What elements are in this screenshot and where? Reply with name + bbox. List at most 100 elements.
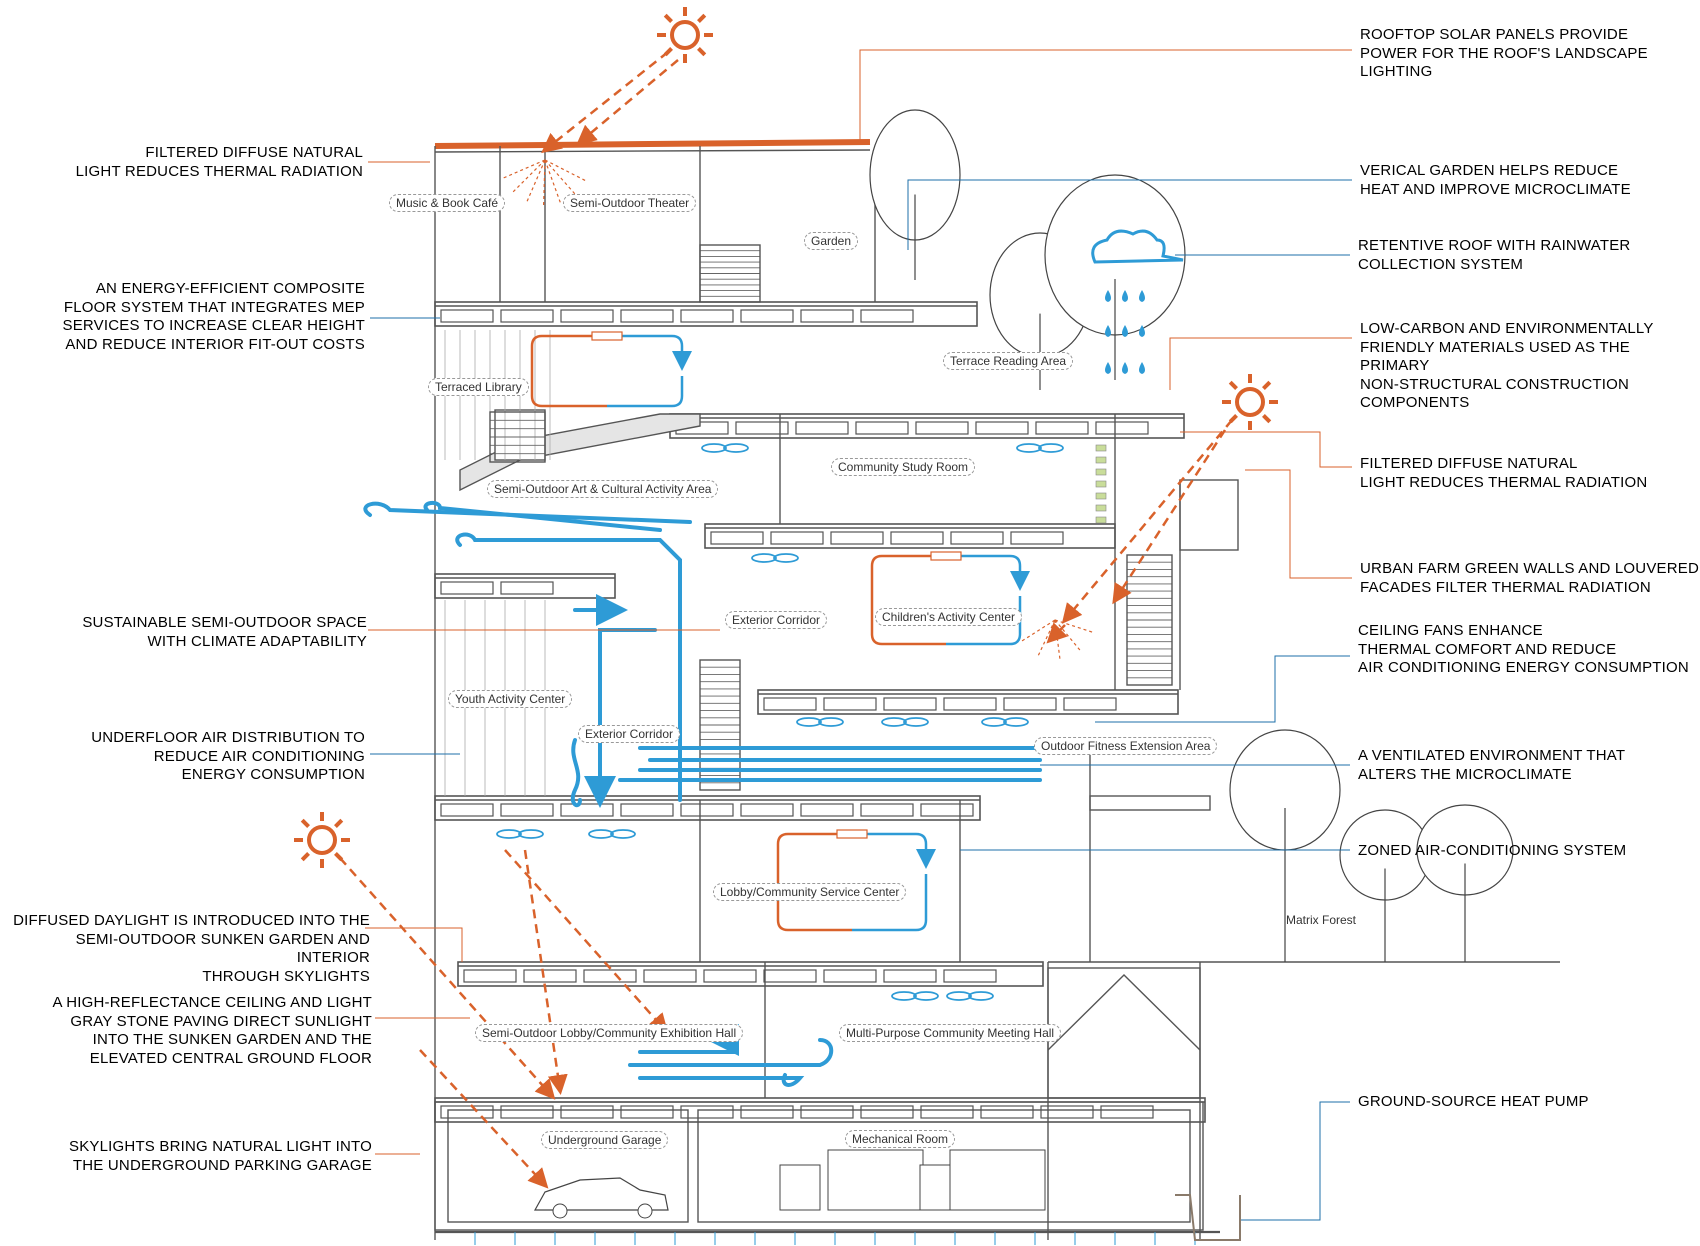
diffused-ray xyxy=(512,159,546,193)
slab-basement-void xyxy=(920,1105,974,1119)
rain-drop-icon xyxy=(1122,362,1128,374)
hvac-loop-children-supply-b xyxy=(946,596,1022,646)
slab-level-2-void xyxy=(823,697,877,711)
fan-blade xyxy=(773,553,799,563)
sun-ray xyxy=(697,13,707,23)
slab-level-1-void xyxy=(500,803,554,817)
diffused-ray xyxy=(526,159,546,202)
ceiling-fan-icon xyxy=(891,991,939,1001)
slab-level-5-void xyxy=(860,309,914,323)
slab-level-3a-void xyxy=(950,531,1004,545)
leader-line xyxy=(1180,431,1352,468)
mechanical-unit-icon xyxy=(827,1149,924,1211)
rain-drop-icon xyxy=(1105,290,1111,302)
green-wall-planter xyxy=(1095,456,1107,464)
diffused-ray xyxy=(544,159,576,195)
annotation-left-4: UNDERFLOOR AIR DISTRIBUTION TO REDUCE AI… xyxy=(91,729,365,783)
sun-ray xyxy=(1228,414,1238,424)
sun-ray xyxy=(300,852,310,862)
slab-level-3a-void xyxy=(1010,531,1064,545)
slab-ground-void xyxy=(883,969,937,983)
slab-basement-void xyxy=(800,1105,854,1119)
ceiling-fan-icon xyxy=(701,443,749,453)
sun-icon-right xyxy=(1222,374,1278,430)
diffused-ray xyxy=(544,159,561,203)
ceiling-fan-icon xyxy=(796,717,844,727)
stairs-east xyxy=(1126,554,1173,686)
hvac-loop-children-supply xyxy=(946,554,1030,591)
library-steps xyxy=(489,411,546,463)
slab-level-4-void xyxy=(735,421,789,435)
room-label-terrace-reading-area: Terrace Reading Area xyxy=(943,352,1074,370)
diffused-ray xyxy=(544,159,586,181)
ceiling-fan-icon xyxy=(751,553,799,563)
slab-level-2-void xyxy=(883,697,937,711)
right-block-roof xyxy=(1047,974,1201,1051)
sun-icons xyxy=(294,7,1278,868)
slab-level-1-void xyxy=(620,803,674,817)
sunlight-ray xyxy=(419,1049,549,1189)
room-label-music-book-cafe: Music & Book Café xyxy=(389,194,506,212)
sunlight-ray xyxy=(576,59,679,146)
room-label-semi-outdoor-art-area: Semi-Outdoor Art & Cultural Activity Are… xyxy=(487,480,719,498)
room-label-community-study-room: Community Study Room xyxy=(831,458,976,476)
sun-ray xyxy=(1228,380,1238,390)
slab-level-2-void xyxy=(763,697,817,711)
annotation-right-8: A VENTILATED ENVIRONMENT THAT ALTERS THE… xyxy=(1358,747,1626,783)
slab-level-4-void xyxy=(855,421,909,435)
fan-blade xyxy=(818,717,844,727)
sunlight-ray xyxy=(339,857,556,1100)
air-flow-arrow xyxy=(638,1073,805,1087)
sun-ray xyxy=(697,47,707,57)
slab-level-3a-void xyxy=(710,531,764,545)
east-terrace xyxy=(1089,795,1211,811)
slab-level-4-void xyxy=(795,421,849,435)
green-wall-planter xyxy=(1095,468,1107,476)
air-flow-arrow xyxy=(584,628,657,808)
sunlight-ray xyxy=(1046,622,1068,644)
annotation-right-10: GROUND-SOURCE HEAT PUMP xyxy=(1358,1093,1589,1110)
slab-level-5-void xyxy=(620,309,674,323)
fan-blade xyxy=(701,443,727,453)
room-label-childrens-activity-center: Children's Activity Center xyxy=(875,608,1023,626)
slab-basement-void xyxy=(440,1105,494,1119)
room-label-semi-outdoor-theater: Semi-Outdoor Theater xyxy=(563,194,697,212)
room-label-terraced-library: Terraced Library xyxy=(428,378,529,396)
fan-blade xyxy=(496,829,522,839)
slab-basement-void xyxy=(980,1105,1034,1119)
green-wall-planter xyxy=(1095,444,1107,452)
sun-icon-left xyxy=(294,812,350,868)
slab-level-5-void xyxy=(680,309,734,323)
slab-level-3a-void xyxy=(830,531,884,545)
roof-line xyxy=(434,149,871,153)
green-wall-planter xyxy=(1095,480,1107,488)
room-label-outdoor-fitness-area: Outdoor Fitness Extension Area xyxy=(1034,737,1218,755)
rain-drop-icon xyxy=(1122,290,1128,302)
annotation-left-2: AN ENERGY-EFFICIENT COMPOSITE FLOOR SYST… xyxy=(62,280,365,353)
sunlight-ray xyxy=(1112,429,1227,605)
mechanical-room xyxy=(697,1109,1191,1223)
hvac-loop-lobby-supply-b xyxy=(852,874,928,932)
diffused-ray xyxy=(503,159,546,179)
fan-blade xyxy=(903,717,929,727)
hvac-loop-lobby-return xyxy=(776,832,852,932)
air-flow-arrow xyxy=(363,501,692,524)
ceiling-fans xyxy=(496,443,1064,1001)
slab-level-1-void xyxy=(680,803,734,817)
car-wheel-icon xyxy=(637,1203,653,1219)
basement-shell xyxy=(434,1101,1204,1231)
room-label-semi-outdoor-lobby: Semi-Outdoor Lobby/Community Exhibition … xyxy=(475,1024,744,1042)
east-balcony xyxy=(1179,479,1239,551)
sunlight-ray xyxy=(1061,419,1233,624)
rain-drop-icon xyxy=(1139,325,1145,337)
annotation-right-7: CEILING FANS ENHANCE THERMAL COMFORT AND… xyxy=(1358,622,1689,676)
slab-level-4-void xyxy=(915,421,969,435)
fan-blade xyxy=(968,991,994,1001)
slab-basement-void xyxy=(680,1105,734,1119)
fan-blade xyxy=(751,553,777,563)
slab-level-1-void xyxy=(440,803,494,817)
fan-blade xyxy=(723,443,749,453)
rain-cloud-icon xyxy=(1091,229,1184,264)
rain-drop-icon xyxy=(1122,325,1128,337)
